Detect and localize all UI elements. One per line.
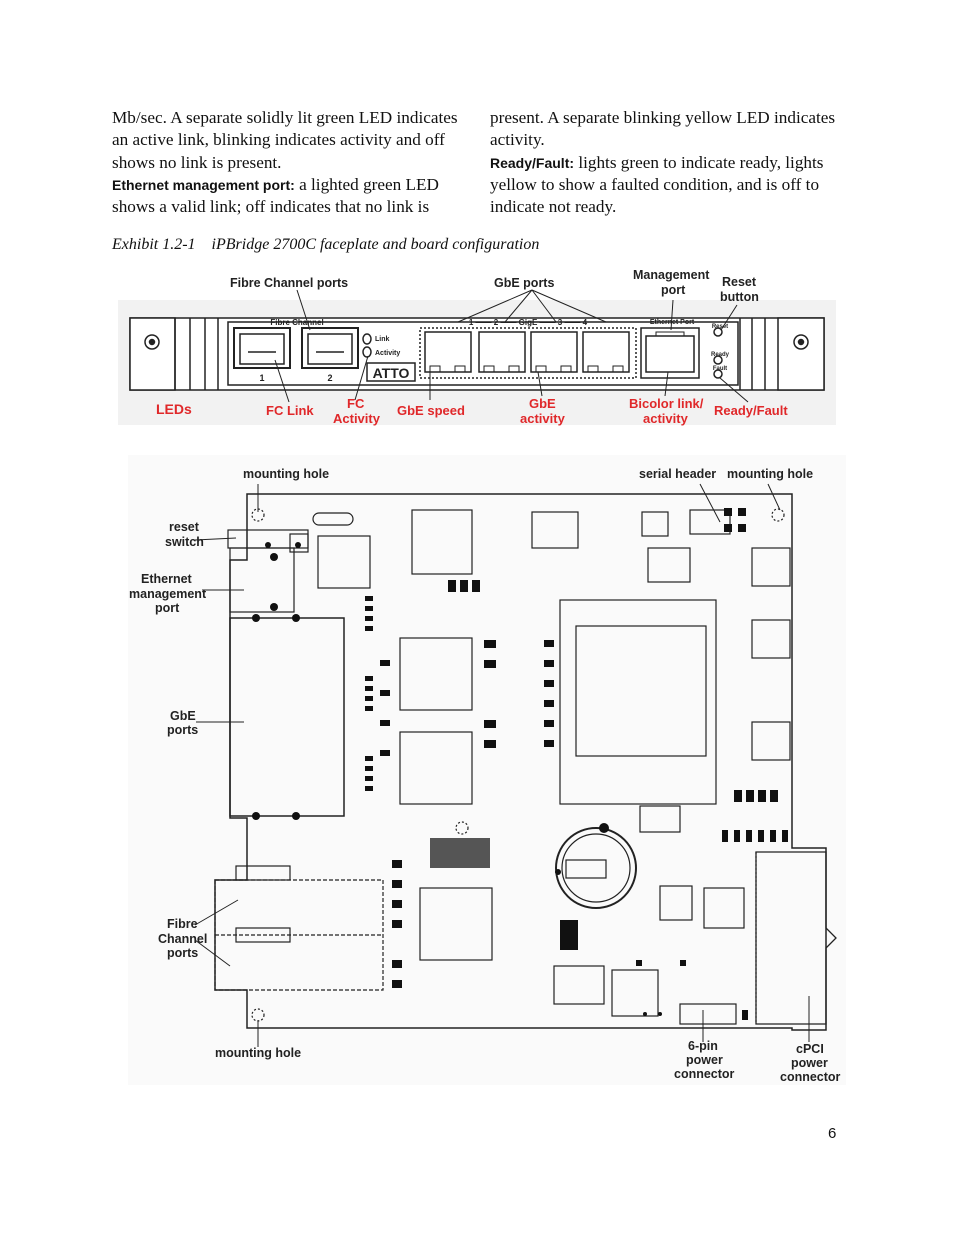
right-paragraph-2: Ready/Fault: lights green to indicate re… [490, 152, 842, 219]
page-number: 6 [828, 1125, 837, 1142]
ready-fault-body: lights green to indicate ready, lights y… [490, 152, 824, 217]
label-management-port-line1: Management [633, 268, 710, 282]
label-fc-activity-line2: Activity [333, 411, 380, 426]
ethernet-management-port-body: a lighted green LED shows a valid link; … [112, 174, 439, 217]
label-reset-switch-line1: reset [169, 520, 199, 534]
panel-reset-label: Reset [712, 324, 728, 330]
label-reset-button-line2: button [720, 290, 759, 304]
label-fibre-channel-ports-line1: Fibre [167, 917, 198, 931]
right-column: present. A separate blinking yellow LED … [490, 107, 842, 218]
panel-gige-label: 1 —— 2 —— GigE —— 3 —— 4 [469, 318, 588, 327]
right-paragraph-1: present. A separate blinking yellow LED … [490, 108, 836, 150]
panel-fc-port-1-label: 1 [259, 373, 264, 383]
left-column: Mb/sec. A separate solidly lit green LED… [112, 107, 464, 218]
label-fc-activity-line1: FC [347, 396, 365, 411]
panel-ethernet-port-label: Ethernet Port [650, 319, 695, 326]
label-management-port-line2: port [661, 283, 686, 297]
panel-fault-label: Fault [713, 366, 727, 372]
panel-ready-label: Ready [711, 352, 730, 358]
ethernet-management-port-lead: Ethernet management port: [112, 176, 295, 193]
panel-link-label: Link [375, 336, 389, 343]
label-mounting-hole-top: mounting hole [243, 467, 330, 481]
label-cpci-line2: power [791, 1056, 828, 1070]
label-six-pin-line1: 6-pin [688, 1039, 718, 1053]
label-bicolor-line1: Bicolor link/ [629, 396, 704, 411]
label-gbe-activity-line2: activity [520, 411, 565, 426]
label-reset-switch-line2: switch [165, 535, 204, 549]
label-fibre-channel-ports-line2: Channel [158, 932, 208, 946]
panel-fc-port-2-label: 2 [327, 373, 332, 383]
label-gbe-speed: GbE speed [397, 403, 465, 418]
label-reset-button-line1: Reset [722, 275, 757, 289]
ready-fault-lead: Ready/Fault: [490, 154, 575, 171]
label-ready-fault: Ready/Fault [714, 403, 788, 418]
exhibit-caption: Exhibit 1.2-1 iPBridge 2700C faceplate an… [112, 236, 539, 254]
exhibit-title: iPBridge 2700C faceplate and board confi… [211, 236, 540, 253]
label-six-pin-line2: power [686, 1053, 723, 1067]
panel-activity-label: Activity [375, 350, 400, 357]
label-six-pin-line3: connector [674, 1067, 735, 1081]
label-cpci-line1: cPCI [796, 1042, 824, 1056]
panel-fibre-channel-label: Fibre Channel [270, 318, 323, 327]
label-gbe-ports: GbE ports [494, 276, 555, 290]
label-ethernet-management-line2: management [129, 587, 207, 601]
label-mounting-hole-right: mounting hole [727, 467, 814, 481]
left-paragraph-1: Mb/sec. A separate solidly lit green LED… [112, 108, 458, 172]
label-gbe-activity-line1: GbE [529, 396, 556, 411]
label-leds: LEDs [156, 401, 192, 417]
label-fibre-channel-ports: Fibre Channel ports [230, 276, 349, 290]
label-gbe-ports-line2: ports [167, 723, 199, 737]
label-bicolor-line2: activity [643, 411, 688, 426]
label-fc-link: FC Link [266, 403, 314, 418]
atto-logo: ATTO [373, 365, 410, 381]
label-ethernet-management-line1: Ethernet [141, 572, 192, 586]
exhibit-number: Exhibit 1.2-1 [112, 236, 196, 253]
label-mounting-hole-bottom: mounting hole [215, 1046, 302, 1060]
left-paragraph-2: Ethernet management port: a lighted gree… [112, 174, 464, 219]
label-serial-header: serial header [639, 467, 717, 481]
label-cpci-line3: connector [780, 1070, 841, 1084]
label-ethernet-management-line3: port [155, 601, 180, 615]
label-fibre-channel-ports-line3: ports [167, 946, 199, 960]
label-gbe-ports-line1: GbE [170, 709, 196, 723]
